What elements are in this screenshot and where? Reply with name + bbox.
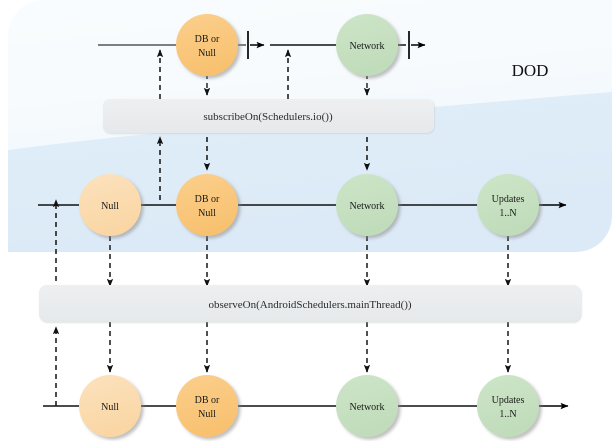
node-bot-network-line1: Network [350,402,385,413]
node-mid-updates-line2: 1..N [499,208,516,219]
node-bot-updates-line2: 1..N [499,409,516,420]
node-top-network[interactable]: Network [336,14,398,76]
bar-observe-on[interactable]: observeOn(AndroidSchedulers.mainThread()… [39,285,581,322]
node-bot-updates[interactable]: Updates 1..N [477,375,539,437]
dashed-connectors-mid-upper [156,136,371,200]
node-top-db-or-null[interactable]: DB or Null [176,14,238,76]
node-bot-updates-line1: Updates [492,395,525,406]
dashed-connectors-upper [156,49,371,99]
node-top-network-line1: Network [350,41,385,52]
node-mid-db-or-null-line1: DB or [195,194,220,205]
node-mid-network-line1: Network [350,201,385,212]
bar-observe-on-label: observeOn(AndroidSchedulers.mainThread()… [208,299,411,311]
bar-subscribe-on-label: subscribeOn(Schedulers.io()) [203,111,333,123]
bar-subscribe-on[interactable]: subscribeOn(Schedulers.io()) [103,99,434,133]
node-bot-db-or-null-line1: DB or [195,395,220,406]
node-bot-db-or-null-line2: Null [198,409,216,420]
node-mid-updates[interactable]: Updates 1..N [477,174,539,236]
dod-watermark-label: DOD [512,61,549,80]
node-mid-db-or-null[interactable]: DB or Null [176,174,238,236]
node-mid-network[interactable]: Network [336,174,398,236]
node-bot-network[interactable]: Network [336,375,398,437]
node-mid-null[interactable]: Null [79,174,141,236]
node-top-db-or-null-line1: DB or [195,34,220,45]
node-mid-null-line1: Null [101,201,119,212]
node-mid-updates-line1: Updates [492,194,525,205]
node-mid-db-or-null-line2: Null [198,208,216,219]
node-bot-null[interactable]: Null [79,375,141,437]
node-bot-null-line1: Null [101,402,119,413]
dashed-connectors-mid-lower [52,199,512,290]
node-bot-db-or-null[interactable]: DB or Null [176,375,238,437]
dashed-connectors-bottom [52,322,512,406]
node-top-db-or-null-line2: Null [198,48,216,59]
